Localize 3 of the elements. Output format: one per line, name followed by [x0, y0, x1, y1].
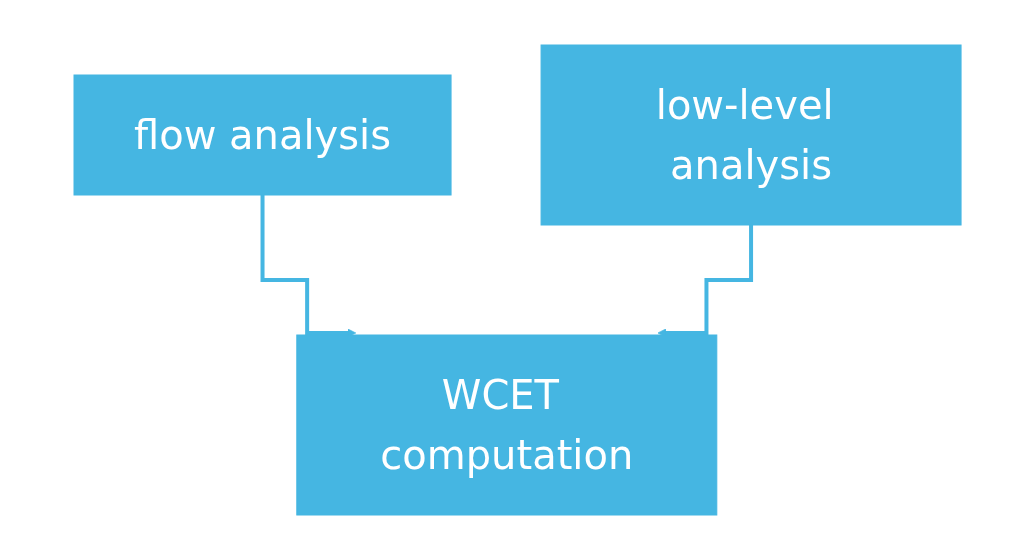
node-box: WCET computation: [296, 334, 718, 516]
node-box: low-level analysis: [540, 44, 962, 226]
node-box: flow analysis: [73, 74, 452, 196]
